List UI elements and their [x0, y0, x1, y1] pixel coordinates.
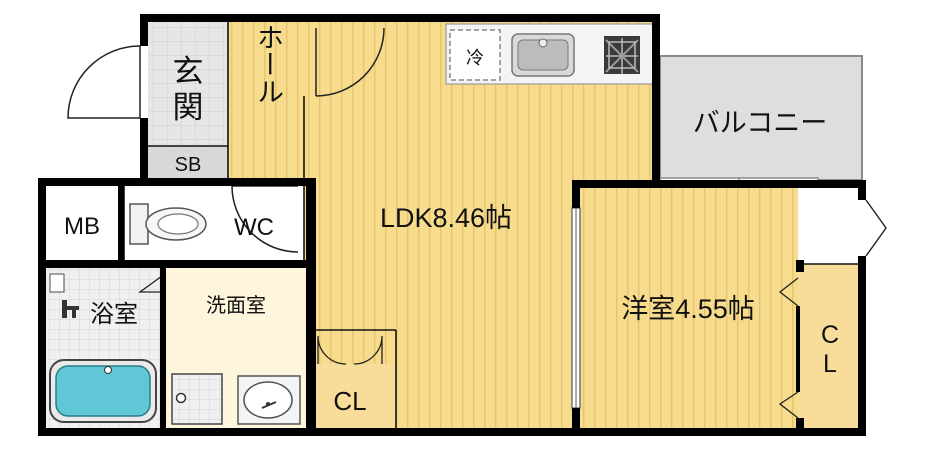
room-label-wc: WC — [234, 214, 274, 241]
room-label-washroom: 洗面室 — [206, 294, 266, 317]
genkan-floor — [148, 22, 228, 146]
room-label-cl-right-c: C — [821, 321, 839, 349]
washing-machine-icon — [171, 373, 223, 425]
entrance-door[interactable] — [67, 45, 141, 119]
bath-door[interactable] — [138, 275, 163, 293]
ldk-door[interactable] — [315, 27, 385, 97]
western-room-window — [865, 199, 887, 257]
fridge-label: 冷 — [466, 48, 484, 68]
sliding-door[interactable] — [571, 207, 581, 409]
closet-left-doors[interactable] — [317, 335, 383, 365]
room-label-mb: MB — [64, 213, 100, 240]
room-label-balcony: バルコニー — [693, 108, 827, 138]
room-label-cl-right-l: L — [823, 350, 837, 378]
room-label-cl-left: CL — [333, 386, 366, 416]
bath-fixture — [49, 273, 65, 293]
western-room-closet-doors[interactable] — [778, 277, 799, 419]
closet-right-floor — [798, 264, 858, 430]
room-label-hall: ホール — [253, 24, 283, 105]
shower-icon — [62, 300, 79, 318]
room-label-genkan-2: 関 — [173, 90, 204, 125]
room-label-western: 洋室4.55帖 — [621, 294, 755, 324]
washbasin-icon — [237, 375, 301, 425]
toilet-icon — [129, 203, 207, 245]
walls — [38, 14, 866, 436]
mb-floor — [46, 186, 118, 260]
thin-walls — [123, 22, 858, 430]
room-label-genkan: 玄 — [173, 54, 204, 89]
bathtub-icon — [49, 359, 157, 423]
room-label-sb: SB — [175, 154, 202, 176]
room-label-ldk: LDK8.46帖 — [380, 203, 512, 233]
sb-floor — [148, 146, 228, 178]
closet-left-floor — [316, 364, 396, 430]
room-label-bath: 浴室 — [90, 301, 138, 328]
hall-floor — [228, 22, 304, 180]
western-room-floor — [580, 188, 798, 430]
stove-icon — [604, 36, 640, 74]
